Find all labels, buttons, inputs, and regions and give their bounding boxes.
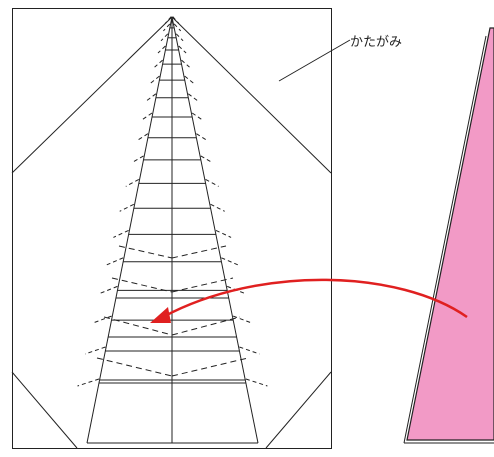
dashed-fold-line xyxy=(171,357,249,377)
dashed-fold-line xyxy=(111,277,173,293)
rung-tick-mark xyxy=(125,178,140,187)
rung-tick-mark xyxy=(150,75,160,84)
rung-tick-mark xyxy=(184,75,194,84)
rung-tick-mark xyxy=(113,229,129,238)
paper-sheet xyxy=(12,8,332,449)
rung-tick-mark xyxy=(77,378,100,387)
dashed-fold-line xyxy=(96,357,173,377)
rung-tick-mark xyxy=(233,315,253,324)
bottom-diagonals xyxy=(11,371,332,449)
rung-tick-mark xyxy=(215,229,232,238)
template-dashed-marks xyxy=(77,16,268,387)
top-diagonals xyxy=(11,16,332,174)
rung-tick-mark xyxy=(136,133,149,142)
rung-tick-mark xyxy=(172,16,180,24)
dashed-fold-line xyxy=(171,316,241,336)
rung-tick-mark xyxy=(99,285,118,294)
red-arrow xyxy=(150,278,468,323)
label-leader-line xyxy=(278,39,351,82)
rung-tick-mark xyxy=(160,33,169,42)
rung-tick-mark xyxy=(191,112,203,121)
rung-tick-mark xyxy=(106,257,124,266)
rung-tick-mark xyxy=(164,16,172,24)
rung-tick-mark xyxy=(163,23,171,32)
rung-tick-mark xyxy=(85,346,106,355)
template-trapezoid xyxy=(86,16,259,444)
template-label: かたがみ xyxy=(350,35,402,50)
rung-tick-mark xyxy=(210,203,225,212)
pink-strip xyxy=(403,27,494,444)
rung-tick-mark xyxy=(175,33,184,42)
dashed-fold-line xyxy=(171,277,234,293)
rung-tick-mark xyxy=(119,203,135,212)
rung-tick-mark xyxy=(188,93,198,102)
rung-tick-mark xyxy=(92,315,112,324)
rung-tick-mark xyxy=(141,112,153,121)
rung-tick-mark xyxy=(245,378,268,387)
dashed-fold-line xyxy=(171,245,227,259)
dashed-fold-line xyxy=(103,316,173,336)
rung-tick-mark xyxy=(146,93,157,102)
rung-tick-mark xyxy=(181,59,190,68)
dashed-fold-line xyxy=(118,245,173,259)
rung-tick-mark xyxy=(154,59,163,68)
rung-tick-mark xyxy=(205,178,219,187)
rung-tick-mark xyxy=(178,45,187,54)
rung-tick-mark xyxy=(239,346,260,355)
rung-tick-mark xyxy=(173,23,182,32)
rung-tick-mark xyxy=(196,133,208,142)
rung-tick-mark xyxy=(200,155,214,164)
rung-tick-mark xyxy=(131,155,144,164)
rung-tick-mark xyxy=(157,45,166,54)
rung-tick-mark xyxy=(221,257,238,266)
